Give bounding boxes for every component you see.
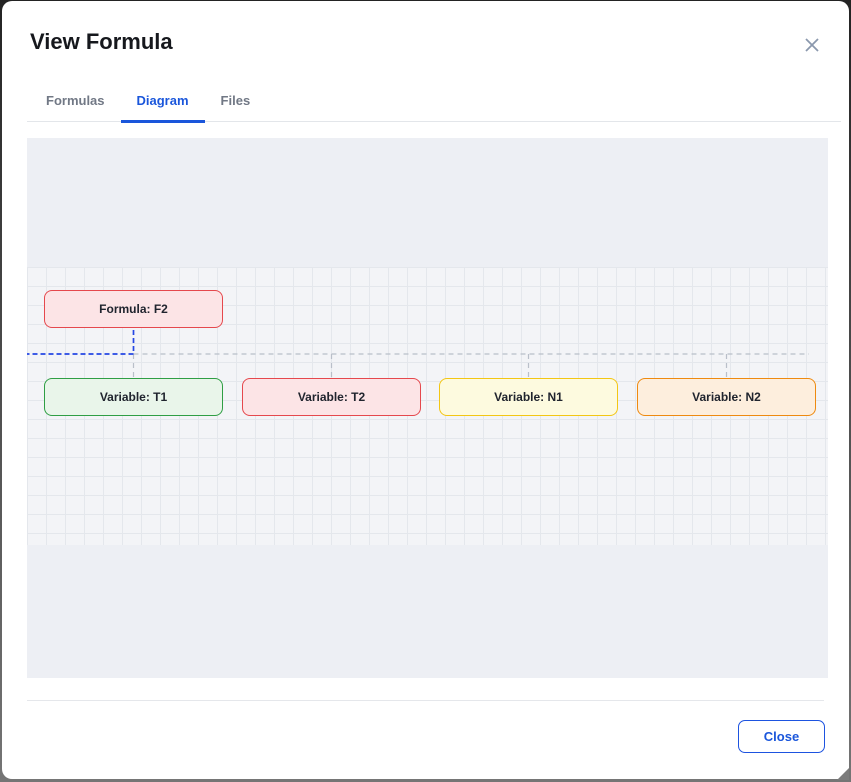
tab-formulas[interactable]: Formulas (46, 93, 105, 108)
tab-diagram[interactable]: Diagram (120, 85, 205, 123)
edge-selected-blue (27, 330, 135, 355)
node-variable-t2[interactable]: Variable: T2 (242, 378, 421, 416)
footer-divider (27, 700, 824, 701)
diagram-canvas[interactable]: Formula: F2 Variable: T1 Variable: T2 Va… (27, 138, 828, 678)
node-variable-n2[interactable]: Variable: N2 (637, 378, 816, 416)
diagram-edges (27, 330, 809, 378)
node-variable-t1[interactable]: Variable: T1 (44, 378, 223, 416)
tab-bar: Formulas Diagram Files (27, 85, 841, 123)
close-icon[interactable] (801, 34, 823, 56)
page-title: View Formula (30, 29, 173, 54)
close-button[interactable]: Close (738, 720, 825, 753)
resize-handle-icon[interactable] (837, 768, 849, 780)
node-variable-n1[interactable]: Variable: N1 (439, 378, 618, 416)
x-icon (805, 38, 819, 52)
tab-files[interactable]: Files (220, 93, 251, 108)
node-formula-f2[interactable]: Formula: F2 (44, 290, 223, 328)
